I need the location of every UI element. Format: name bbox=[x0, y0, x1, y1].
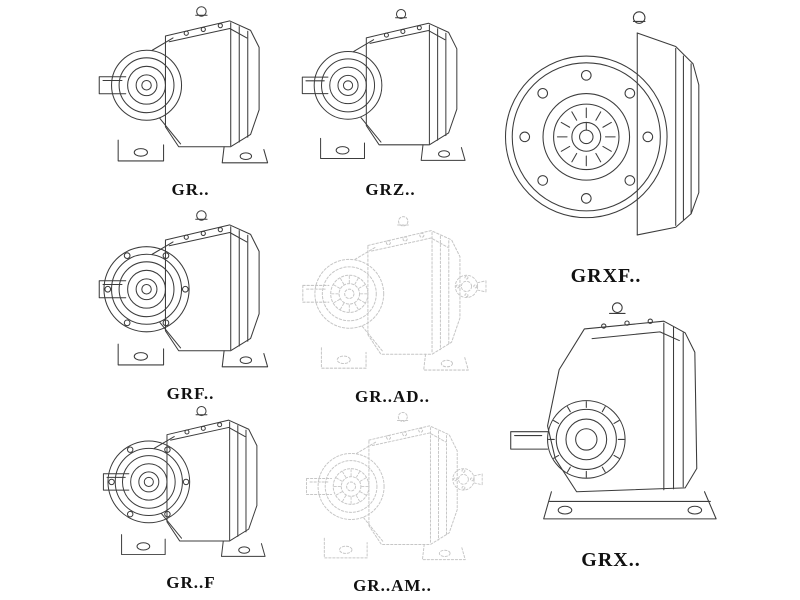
gearbox-figure-gr-f: GR..F bbox=[92, 402, 290, 593]
gear-unit-isometric-art bbox=[91, 2, 291, 177]
gearbox-drawing-grf bbox=[91, 206, 291, 381]
gear-unit-motor-adapter-phantom-art bbox=[294, 408, 492, 573]
gearbox-drawing-gr-ad bbox=[293, 212, 493, 384]
gear-unit-flange-front-art bbox=[493, 4, 719, 262]
gearbox-figure-grf: GRF.. bbox=[88, 206, 293, 404]
gearbox-figure-grx: GRX.. bbox=[490, 296, 732, 572]
gear-unit-flange-isometric-art bbox=[91, 206, 291, 381]
gearbox-drawing-grxf bbox=[493, 4, 719, 262]
gearbox-label-grf: GRF.. bbox=[166, 384, 215, 403]
gearbox-label-grxf: GRXF.. bbox=[570, 265, 642, 287]
gear-unit-isometric-art bbox=[295, 2, 487, 177]
gearbox-drawing-gr-am bbox=[294, 408, 492, 573]
gear-unit-adapter-phantom-art bbox=[293, 212, 493, 384]
gearbox-drawing-gr-f bbox=[95, 402, 288, 570]
gearbox-label-grz: GRZ.. bbox=[365, 180, 416, 199]
gearbox-label-gr-ad: GR..AD.. bbox=[354, 387, 431, 406]
gearbox-label-grx: GRX.. bbox=[581, 549, 641, 571]
gearbox-figure-gr: GR.. bbox=[88, 2, 293, 200]
gearbox-figure-grz: GRZ.. bbox=[293, 2, 488, 200]
gearbox-label-gr-f: GR..F bbox=[166, 573, 216, 592]
gearbox-figure-grxf: GRXF.. bbox=[487, 4, 725, 288]
gearbox-label-gr: GR.. bbox=[171, 180, 210, 199]
gearbox-figure-gr-am: GR..AM.. bbox=[290, 408, 495, 596]
gearbox-drawing-grz bbox=[295, 2, 487, 177]
gearbox-label-gr-am: GR..AM.. bbox=[353, 576, 432, 595]
gearbox-drawing-grx bbox=[494, 296, 729, 546]
gear-unit-heavy-isometric-art bbox=[494, 296, 729, 546]
gear-unit-flange-isometric-art bbox=[95, 402, 288, 570]
gearbox-drawing-gr bbox=[91, 2, 291, 177]
gearbox-figure-gr-ad: GR..AD.. bbox=[290, 212, 495, 407]
